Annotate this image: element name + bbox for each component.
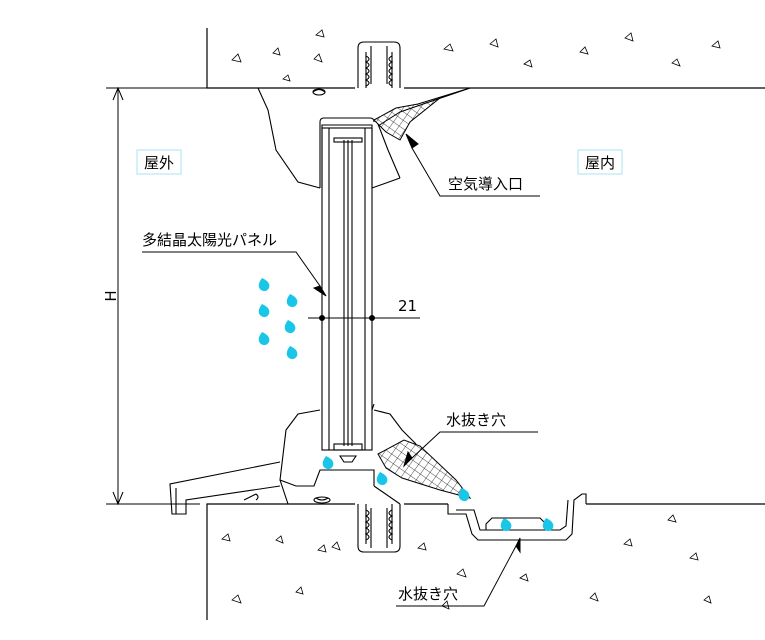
upper-concrete-slab xyxy=(206,28,765,89)
air-inlet-leader xyxy=(405,133,540,197)
drain-hole-lower-label: 水抜き穴 xyxy=(398,585,458,603)
panel-label: 多結晶太陽光パネル xyxy=(142,231,277,249)
water-drop xyxy=(284,320,296,334)
outdoor-drip-ledge xyxy=(169,461,281,515)
water-drop xyxy=(542,518,554,532)
water-drop xyxy=(258,304,270,318)
water-drop xyxy=(500,518,512,532)
indoor-gutter xyxy=(447,493,587,541)
outdoor-label-box: 屋外 xyxy=(136,149,182,175)
lower-concrete-slab xyxy=(206,503,765,620)
air-inlet-label: 空気導入口 xyxy=(448,175,523,193)
lower-drain-hatch xyxy=(377,439,472,499)
water-drop xyxy=(286,346,298,360)
drain-hole-lower-leader xyxy=(396,537,521,607)
outdoor-label: 屋外 xyxy=(144,154,174,172)
water-drops xyxy=(258,278,554,532)
water-drop xyxy=(458,488,470,502)
panel-thickness-dimension xyxy=(308,315,420,321)
drain-hole-upper-leader xyxy=(402,431,538,468)
height-dimension xyxy=(106,86,258,506)
indoor-label: 屋内 xyxy=(585,154,615,172)
water-drop xyxy=(286,294,298,308)
water-drop xyxy=(376,472,388,486)
air-inlet-hatch xyxy=(373,87,471,141)
upper-anchor-fin xyxy=(357,41,401,88)
water-drop xyxy=(258,278,270,292)
lower-anchor-fin xyxy=(357,504,401,553)
solar-panel xyxy=(321,127,373,463)
drain-hole-upper-label: 水抜き穴 xyxy=(446,411,506,429)
dimension-21-label: 21 xyxy=(398,297,417,315)
panel-leader xyxy=(142,251,327,297)
dimension-h-label: H xyxy=(102,290,120,301)
lower-frame xyxy=(279,403,417,505)
water-drop xyxy=(322,456,334,470)
water-drop xyxy=(258,332,270,346)
indoor-label-box: 屋内 xyxy=(577,149,623,175)
